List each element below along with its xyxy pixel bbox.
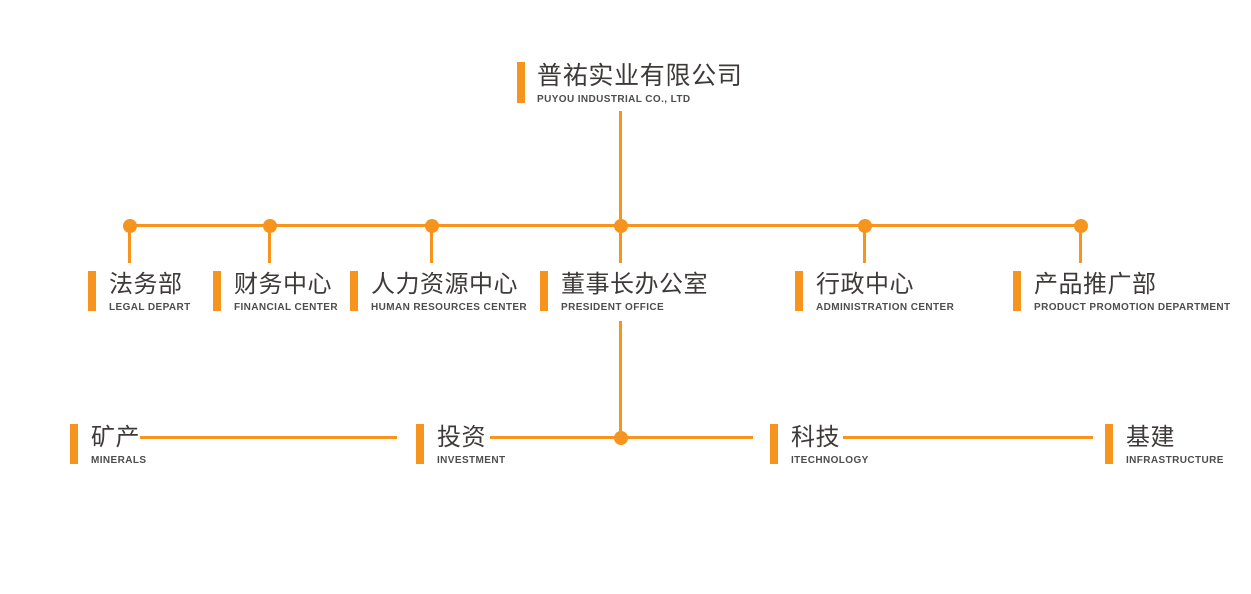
node-title-zh: 董事长办公室 [561,271,708,298]
connector-root-vertical [619,111,622,226]
node-subtitle-en: MINERALS [91,454,147,466]
org-node-product-promotion-department: 产品推广部 PRODUCT PROMOTION DEPARTMENT [1013,271,1231,313]
org-node-financial-center: 财务中心 FINANCIAL CENTER [213,271,338,313]
accent-bar [517,62,525,103]
node-labels: 科技 ITECHNOLOGY [791,424,869,466]
org-node-technology: 科技 ITECHNOLOGY [770,424,869,466]
accent-bar [540,271,548,311]
org-node-legal-depart: 法务部 LEGAL DEPART [88,271,191,313]
node-title-zh: 财务中心 [234,271,332,298]
node-subtitle-en: PUYOU INDUSTRIAL CO., LTD [537,93,691,105]
connector-stub-hr [430,226,433,263]
node-labels: 投资 INVESTMENT [437,424,506,466]
node-labels: 矿产 MINERALS [91,424,147,466]
node-title-zh: 产品推广部 [1034,271,1157,298]
connector-level2-rail [130,224,1081,227]
connector-stub-legal [128,226,131,263]
node-title-zh: 投资 [437,424,486,451]
node-title-zh: 科技 [791,424,840,451]
node-labels: 董事长办公室 PRESIDENT OFFICE [561,271,708,313]
node-subtitle-en: ADMINISTRATION CENTER [816,301,955,313]
junction-dot-promotion [1074,219,1088,233]
node-subtitle-en: LEGAL DEPART [109,301,191,313]
node-subtitle-en: ITECHNOLOGY [791,454,869,466]
connector-stub-administration [863,226,866,263]
accent-bar [1105,424,1113,464]
org-node-investment: 投资 INVESTMENT [416,424,506,466]
junction-dot-financial [263,219,277,233]
node-title-zh: 普祐实业有限公司 [537,62,743,90]
node-subtitle-en: INFRASTRUCTURE [1126,454,1224,466]
org-node-minerals: 矿产 MINERALS [70,424,147,466]
node-subtitle-en: PRODUCT PROMOTION DEPARTMENT [1034,301,1231,313]
connector-stub-promotion [1079,226,1082,263]
connector-level3-segment-minerals-investment [140,436,397,439]
node-labels: 法务部 LEGAL DEPART [109,271,191,313]
node-title-zh: 基建 [1126,424,1175,451]
junction-dot-level3 [614,431,628,445]
org-node-infrastructure: 基建 INFRASTRUCTURE [1105,424,1224,466]
node-title-zh: 人力资源中心 [371,271,518,298]
junction-dot-president [614,219,628,233]
accent-bar [1013,271,1021,311]
org-node-company: 普祐实业有限公司 PUYOU INDUSTRIAL CO., LTD [517,62,743,105]
accent-bar [350,271,358,311]
accent-bar [770,424,778,464]
junction-dot-administration [858,219,872,233]
node-title-zh: 法务部 [109,271,183,298]
node-labels: 普祐实业有限公司 PUYOU INDUSTRIAL CO., LTD [537,62,743,105]
node-labels: 财务中心 FINANCIAL CENTER [234,271,338,313]
node-subtitle-en: FINANCIAL CENTER [234,301,338,313]
node-labels: 行政中心 ADMINISTRATION CENTER [816,271,955,313]
accent-bar [213,271,221,311]
node-labels: 基建 INFRASTRUCTURE [1126,424,1224,466]
node-title-zh: 行政中心 [816,271,914,298]
accent-bar [416,424,424,464]
connector-president-vertical [619,321,622,438]
connector-stub-financial [268,226,271,263]
connector-level3-segment-technology-infrastructure [843,436,1093,439]
junction-dot-hr [425,219,439,233]
connector-stub-president [619,226,622,263]
org-node-administration-center: 行政中心 ADMINISTRATION CENTER [795,271,955,313]
org-node-president-office: 董事长办公室 PRESIDENT OFFICE [540,271,708,313]
node-title-zh: 矿产 [91,424,140,451]
accent-bar [88,271,96,311]
accent-bar [70,424,78,464]
junction-dot-legal [123,219,137,233]
node-subtitle-en: HUMAN RESOURCES CENTER [371,301,528,313]
org-node-human-resources-center: 人力资源中心 HUMAN RESOURCES CENTER [350,271,528,313]
accent-bar [795,271,803,311]
node-subtitle-en: INVESTMENT [437,454,506,466]
node-labels: 产品推广部 PRODUCT PROMOTION DEPARTMENT [1034,271,1231,313]
node-subtitle-en: PRESIDENT OFFICE [561,301,665,313]
node-labels: 人力资源中心 HUMAN RESOURCES CENTER [371,271,528,313]
